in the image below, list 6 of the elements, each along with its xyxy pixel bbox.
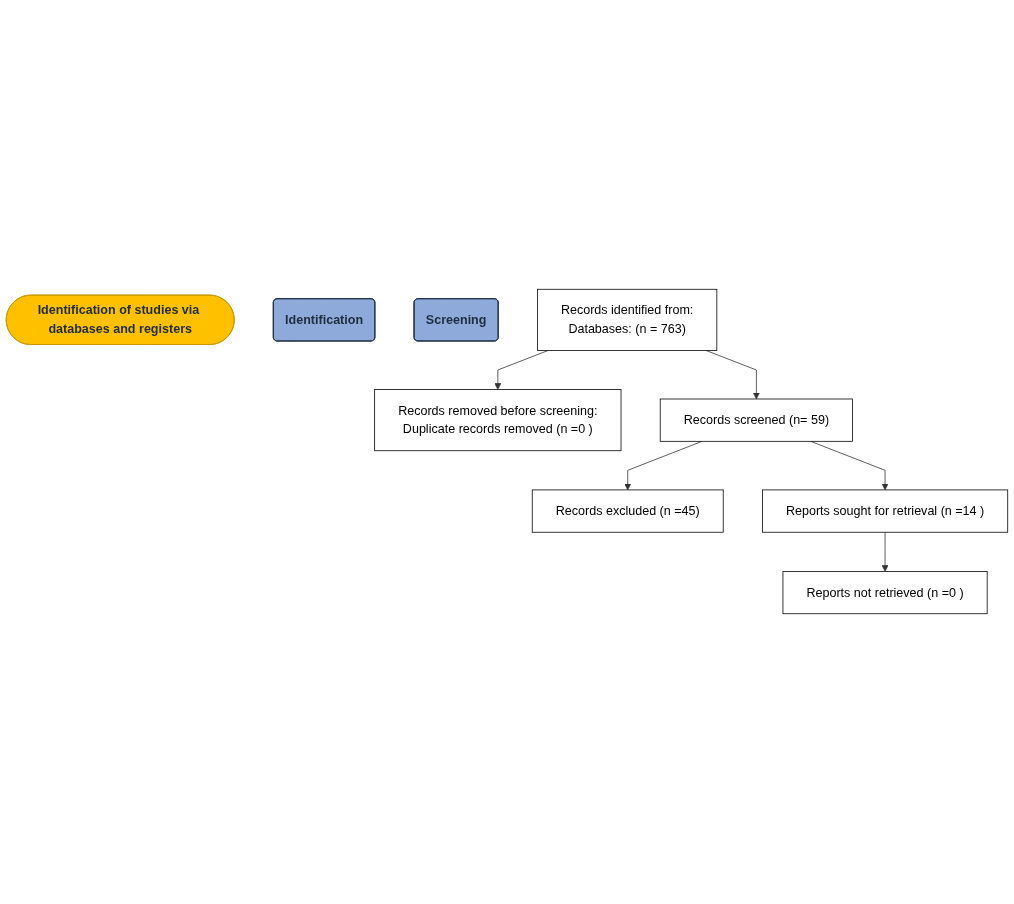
- node-box: Records identified from: Databases: (n = 763): [537, 289, 718, 352]
- node-box: Records screened (n= 59): [659, 399, 853, 443]
- node-box: Reports sought for retrieval (n =14 ): [762, 490, 1009, 534]
- node-box: Records removed before screening: Duplicate records removed (n =0 ): [374, 389, 622, 452]
- node-box: Reports not retrieved (n =0 ): [782, 571, 988, 615]
- node-box: Records excluded (n =45): [531, 490, 724, 534]
